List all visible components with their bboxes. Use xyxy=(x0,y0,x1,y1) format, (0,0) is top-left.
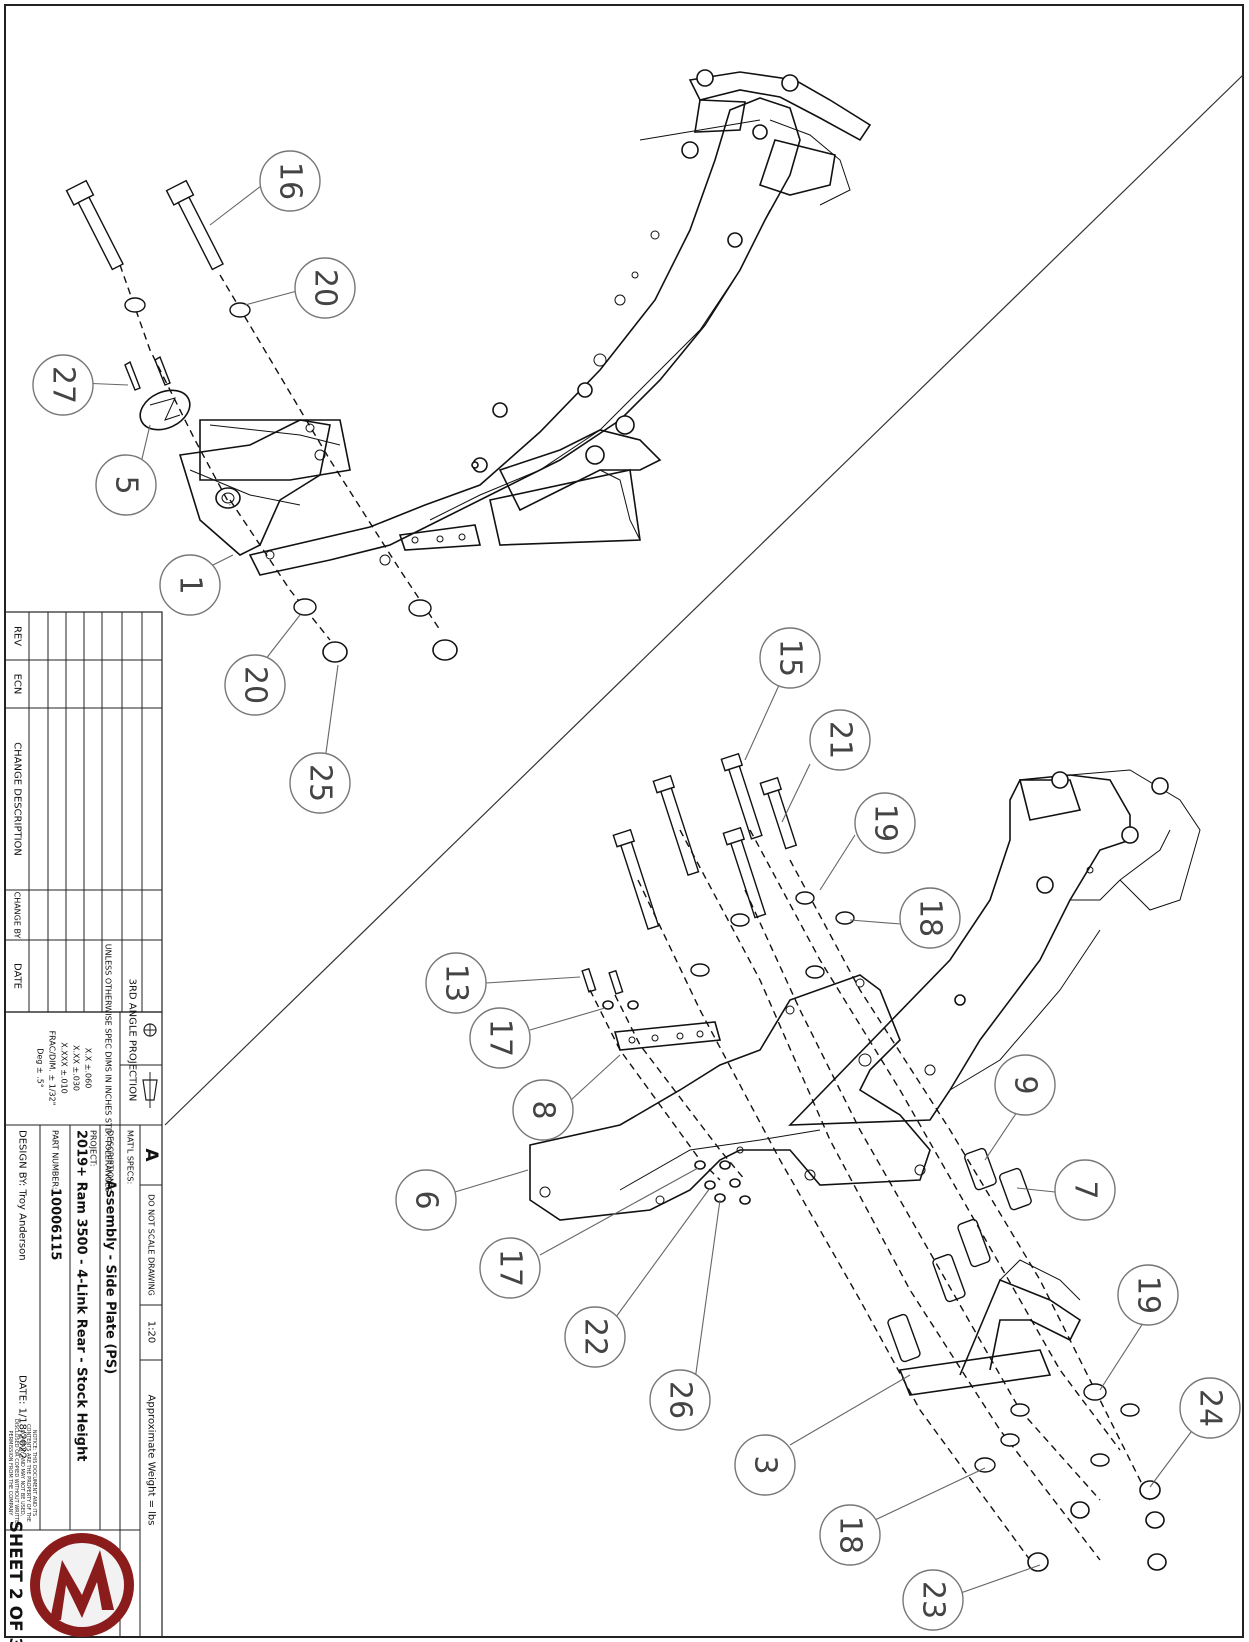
svg-text:19: 19 xyxy=(1131,1276,1166,1314)
material-specs-label: MAT'L SPECS: xyxy=(126,1130,135,1184)
balloon-7: 7 xyxy=(1054,1159,1116,1221)
description-value: Assembly - Side Plate (PS) xyxy=(103,1180,118,1374)
svg-text:13: 13 xyxy=(439,964,474,1002)
tolerance-xx: X.X ±.060 xyxy=(84,1048,93,1089)
rev-header-rev: REV xyxy=(12,626,23,646)
tolerance-title: UNLESS OTHERWISE SPEC DIMS IN INCHES STD… xyxy=(104,944,113,1192)
balloon-18-bottom: 18 xyxy=(819,1504,881,1566)
svg-text:27: 27 xyxy=(46,366,81,404)
designed-by: DESIGN BY: Troy Anderson xyxy=(17,1130,28,1261)
balloon-callouts: 16 20 27 5 1 20 25 15 21 19 18 13 17 8 6… xyxy=(32,150,1241,1631)
svg-text:1: 1 xyxy=(173,575,208,594)
tolerance-xxx: X.XX ±.030 xyxy=(72,1045,81,1091)
balloon-16: 16 xyxy=(259,150,321,212)
svg-text:7: 7 xyxy=(1068,1180,1103,1199)
balloon-13: 13 xyxy=(425,952,487,1014)
balloon-17-bottom: 17 xyxy=(479,1237,541,1299)
balloon-1: 1 xyxy=(159,554,221,616)
balloon-26: 26 xyxy=(649,1369,711,1431)
rev-header-ecn: ECN xyxy=(12,674,23,695)
svg-text:23: 23 xyxy=(916,1581,951,1619)
part-number-label: PART NUMBER: xyxy=(51,1130,60,1189)
balloon-8: 8 xyxy=(512,1079,574,1141)
svg-text:17: 17 xyxy=(493,1249,528,1287)
svg-text:24: 24 xyxy=(1193,1389,1228,1427)
balloon-19-bottom: 19 xyxy=(1117,1264,1179,1326)
balloon-24: 24 xyxy=(1179,1377,1241,1439)
svg-text:26: 26 xyxy=(663,1381,698,1419)
projection-symbol xyxy=(142,1023,158,1108)
svg-text:9: 9 xyxy=(1008,1075,1043,1094)
svg-text:20: 20 xyxy=(308,269,343,307)
svg-text:20: 20 xyxy=(238,666,273,704)
balloon-3: 3 xyxy=(734,1434,796,1496)
do-not-scale-note: DO NOT SCALE DRAWING xyxy=(147,1194,156,1296)
balloon-19-top: 19 xyxy=(854,792,916,854)
project-label: PROJECT: xyxy=(89,1130,98,1166)
description-label: DESCRIPTION: xyxy=(106,1130,115,1187)
svg-text:17: 17 xyxy=(483,1019,518,1057)
view-separator-line xyxy=(164,74,1244,1126)
balloon-15: 15 xyxy=(759,627,821,689)
svg-text:3: 3 xyxy=(748,1455,783,1474)
exploded-assembly-view xyxy=(529,752,1201,1572)
drawing-scale: 1:20 xyxy=(146,1321,157,1343)
balloon-22: 22 xyxy=(564,1306,626,1368)
rev-header-description: CHANGE DESCRIPTION xyxy=(12,742,23,856)
svg-text:6: 6 xyxy=(409,1190,444,1209)
balloon-25: 25 xyxy=(289,752,351,814)
sheet-border xyxy=(4,4,1244,1638)
title-block: REV ECN CHANGE DESCRIPTION CHANGE BY DAT… xyxy=(4,611,163,1642)
svg-text:16: 16 xyxy=(273,162,308,200)
balloon-20-top: 20 xyxy=(294,257,356,319)
upper-assembly-view xyxy=(65,69,872,663)
balloon-20-left: 20 xyxy=(224,654,286,716)
project-value: 2019+ Ram 3500 - 4-Link Rear - Stock Hei… xyxy=(74,1130,89,1461)
svg-text:25: 25 xyxy=(303,764,338,802)
rev-header-change-by: CHANGE BY xyxy=(13,892,22,939)
svg-text:5: 5 xyxy=(109,475,144,494)
projection-label: 3RD ANGLE PROJECTION xyxy=(127,979,138,1102)
svg-text:8: 8 xyxy=(526,1100,561,1119)
tolerance-xxxx: X.XXX ±.010 xyxy=(60,1042,69,1094)
part-number-value: 10006115 xyxy=(48,1188,63,1260)
sheet-size: A xyxy=(141,1148,161,1162)
balloon-27: 27 xyxy=(32,354,94,416)
revision-table: REV ECN CHANGE DESCRIPTION CHANGE BY DAT… xyxy=(4,611,163,1013)
balloon-23: 23 xyxy=(902,1569,964,1631)
svg-text:18: 18 xyxy=(913,899,948,937)
company-logo xyxy=(30,1533,134,1637)
balloon-6: 6 xyxy=(395,1169,457,1231)
balloon-18-top: 18 xyxy=(899,887,961,949)
approximate-weight: Approximate Weight = lbs xyxy=(146,1395,157,1526)
drawing-date: DATE: 1/18/2022 xyxy=(17,1375,28,1459)
svg-text:15: 15 xyxy=(773,639,808,677)
svg-text:22: 22 xyxy=(578,1318,613,1356)
balloon-5: 5 xyxy=(95,454,157,516)
svg-text:19: 19 xyxy=(868,804,903,842)
balloon-21: 21 xyxy=(809,709,871,771)
balloon-9: 9 xyxy=(994,1054,1056,1116)
confidentiality-notice: NOTICE: THIS DOCUMENT AND ITS CONTENTS A… xyxy=(7,1418,37,1528)
sheet-number: SHEET 2 OF 3 xyxy=(5,1521,25,1642)
svg-text:18: 18 xyxy=(833,1516,868,1554)
tolerance-frac: FRAC/DIM. ± 1/32" xyxy=(48,1031,57,1106)
balloon-17-top: 17 xyxy=(469,1007,531,1069)
rev-header-date: DATE xyxy=(12,963,23,989)
svg-text:21: 21 xyxy=(823,721,858,759)
tolerance-deg: Deg ± .5° xyxy=(36,1048,45,1088)
